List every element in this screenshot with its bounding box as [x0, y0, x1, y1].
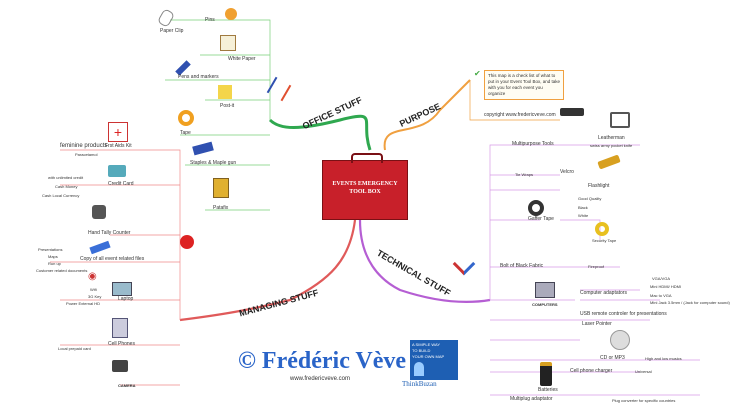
- label-run-up: Run up: [48, 261, 61, 266]
- label-multipurpose: Multipurpose Tools: [512, 141, 554, 147]
- security-tape-icon: [595, 222, 609, 236]
- center-title-line1: EVENTS EMERGENCY: [332, 181, 398, 187]
- label-gaffer: Gaffer Tape: [528, 216, 554, 222]
- cd-icon: [610, 330, 630, 350]
- label-credit-card: Credit Card: [108, 181, 134, 187]
- label-pins: Pins: [205, 17, 215, 23]
- label-patafix: Patafix: [213, 205, 229, 211]
- pushpin-icon: [225, 8, 237, 20]
- cell-phone-icon: [112, 318, 128, 338]
- label-cash-money: Cash Money: [55, 184, 78, 189]
- label-velcro: Velcro: [560, 169, 574, 175]
- label-usb-remote: USB remote controler for presentations: [580, 311, 667, 317]
- label-black: Black: [578, 205, 588, 210]
- label-pens-markers: Pens and markers: [178, 74, 219, 80]
- purpose-note: This map is a check list of what to put …: [484, 70, 564, 100]
- label-black-fabric: Bolt of Black Fabric: [500, 263, 544, 269]
- label-high-low: High and low musics: [645, 356, 682, 361]
- thinkbuzan-label: ThinkBuzan: [402, 380, 437, 388]
- label-flashlight: Flashlight: [588, 183, 610, 189]
- whistle-icon: [180, 235, 194, 249]
- label-cell-charger: Cell phone charger: [570, 368, 613, 374]
- label-paracetamol: Paracetamol: [75, 152, 98, 157]
- label-plug-converter: Plug converter for specific countries: [612, 398, 676, 403]
- white-paper-icon: [220, 35, 236, 51]
- label-maps: Maps: [48, 254, 58, 259]
- label-3g-key: 3G Key: [88, 294, 102, 299]
- laptop-icon: [112, 282, 132, 296]
- wifi-icon: ◉: [88, 271, 97, 282]
- tally-counter-icon: [92, 205, 106, 219]
- person-icon: [414, 362, 424, 376]
- label-stapler: Staples & Maple gun: [190, 160, 237, 166]
- label-paper-clip: Paper Clip: [160, 28, 184, 34]
- label-tape: Tape: [180, 130, 191, 136]
- badge-line-3: YOUR OWN MAP: [412, 354, 445, 359]
- label-multiplug: Multiplug adaptator: [510, 396, 553, 402]
- camera-icon: [112, 360, 128, 372]
- label-local-prepaid: Local prepaid card: [58, 346, 91, 351]
- first-aid-icon: +: [108, 122, 128, 142]
- patafix-icon: [213, 178, 229, 198]
- label-universal: Universal: [635, 369, 652, 374]
- label-swiss-knife: swiss army pocket knife: [590, 143, 633, 148]
- creative-commons-icon: [560, 108, 584, 116]
- toolbox-handle: [351, 153, 383, 163]
- brand-logo: © Frédéric Vève: [238, 348, 407, 374]
- computer-icon: [535, 282, 555, 298]
- multitool-icon: [610, 112, 630, 128]
- center-title-line2: TOOL BOX: [349, 189, 381, 195]
- batteries-icon: [540, 362, 552, 386]
- label-laptop: Laptop: [118, 296, 134, 302]
- post-it-icon: [218, 85, 232, 99]
- label-vga-vga: VGA/VGA: [652, 276, 671, 281]
- label-cash-local: Cash Local Currency: [42, 193, 80, 198]
- brand-site[interactable]: www.fredericveve.com: [290, 376, 351, 382]
- gaffer-tape-icon: [528, 200, 544, 216]
- badge-line-1: A SIMPLE WAY: [412, 342, 441, 347]
- label-with-credit: with unlimited credit: [48, 175, 84, 180]
- label-batteries: Batteries: [538, 387, 558, 393]
- center-toolbox: EVENTS EMERGENCY TOOL BOX: [322, 153, 408, 220]
- label-good-quality: Good Quality: [578, 196, 602, 201]
- label-white: White: [578, 213, 589, 218]
- label-presentations: Presentations: [38, 247, 63, 252]
- checkmark-icon: ✔: [474, 69, 481, 78]
- label-white-paper: White Paper: [228, 56, 256, 62]
- tape-icon: [178, 110, 194, 126]
- label-copy-all: Copy of all event related files: [80, 256, 145, 262]
- label-tie-wraps: Tie Wraps: [515, 172, 534, 177]
- label-adaptors: Computer adaptators: [580, 290, 627, 296]
- label-feminine: feminine products: [60, 143, 108, 149]
- label-cell-phones: Cell Phones: [108, 341, 135, 347]
- label-power-ext: Power External HD: [66, 301, 101, 306]
- label-camera: CAMERA: [118, 383, 136, 388]
- badge-line-2: TO BUILD: [412, 348, 431, 353]
- label-computers: COMPUTERS: [532, 302, 558, 307]
- label-mini-hdmi: Mini HDMI/ HDMI: [650, 284, 682, 289]
- label-security: Security Tape: [592, 238, 617, 243]
- label-mac-vga: Mac to VGA: [650, 293, 672, 298]
- label-customer: Customer related documents: [36, 268, 88, 273]
- label-leatherman: Leatherman: [598, 135, 625, 141]
- label-fireproof: Fireproof: [588, 264, 605, 269]
- label-wifi: Wifi: [90, 287, 97, 292]
- label-post-it: Post-it: [220, 103, 235, 109]
- label-laser: Laser Pointer: [582, 321, 612, 327]
- label-cd-mp3: CD or MP3: [600, 355, 625, 361]
- purpose-copyright: copyright www.fredericveve.com: [484, 112, 556, 118]
- label-tally: Hand Tally Counter: [88, 230, 131, 236]
- label-mini-jack: Mini Jack 3.5mm / (Jack for computer sou…: [650, 300, 730, 305]
- credit-card-icon: [108, 165, 126, 177]
- label-first-aid: Frst Aids Kit: [105, 143, 132, 149]
- thinkbuzan-badge: A SIMPLE WAY TO BUILD YOUR OWN MAP: [410, 340, 458, 380]
